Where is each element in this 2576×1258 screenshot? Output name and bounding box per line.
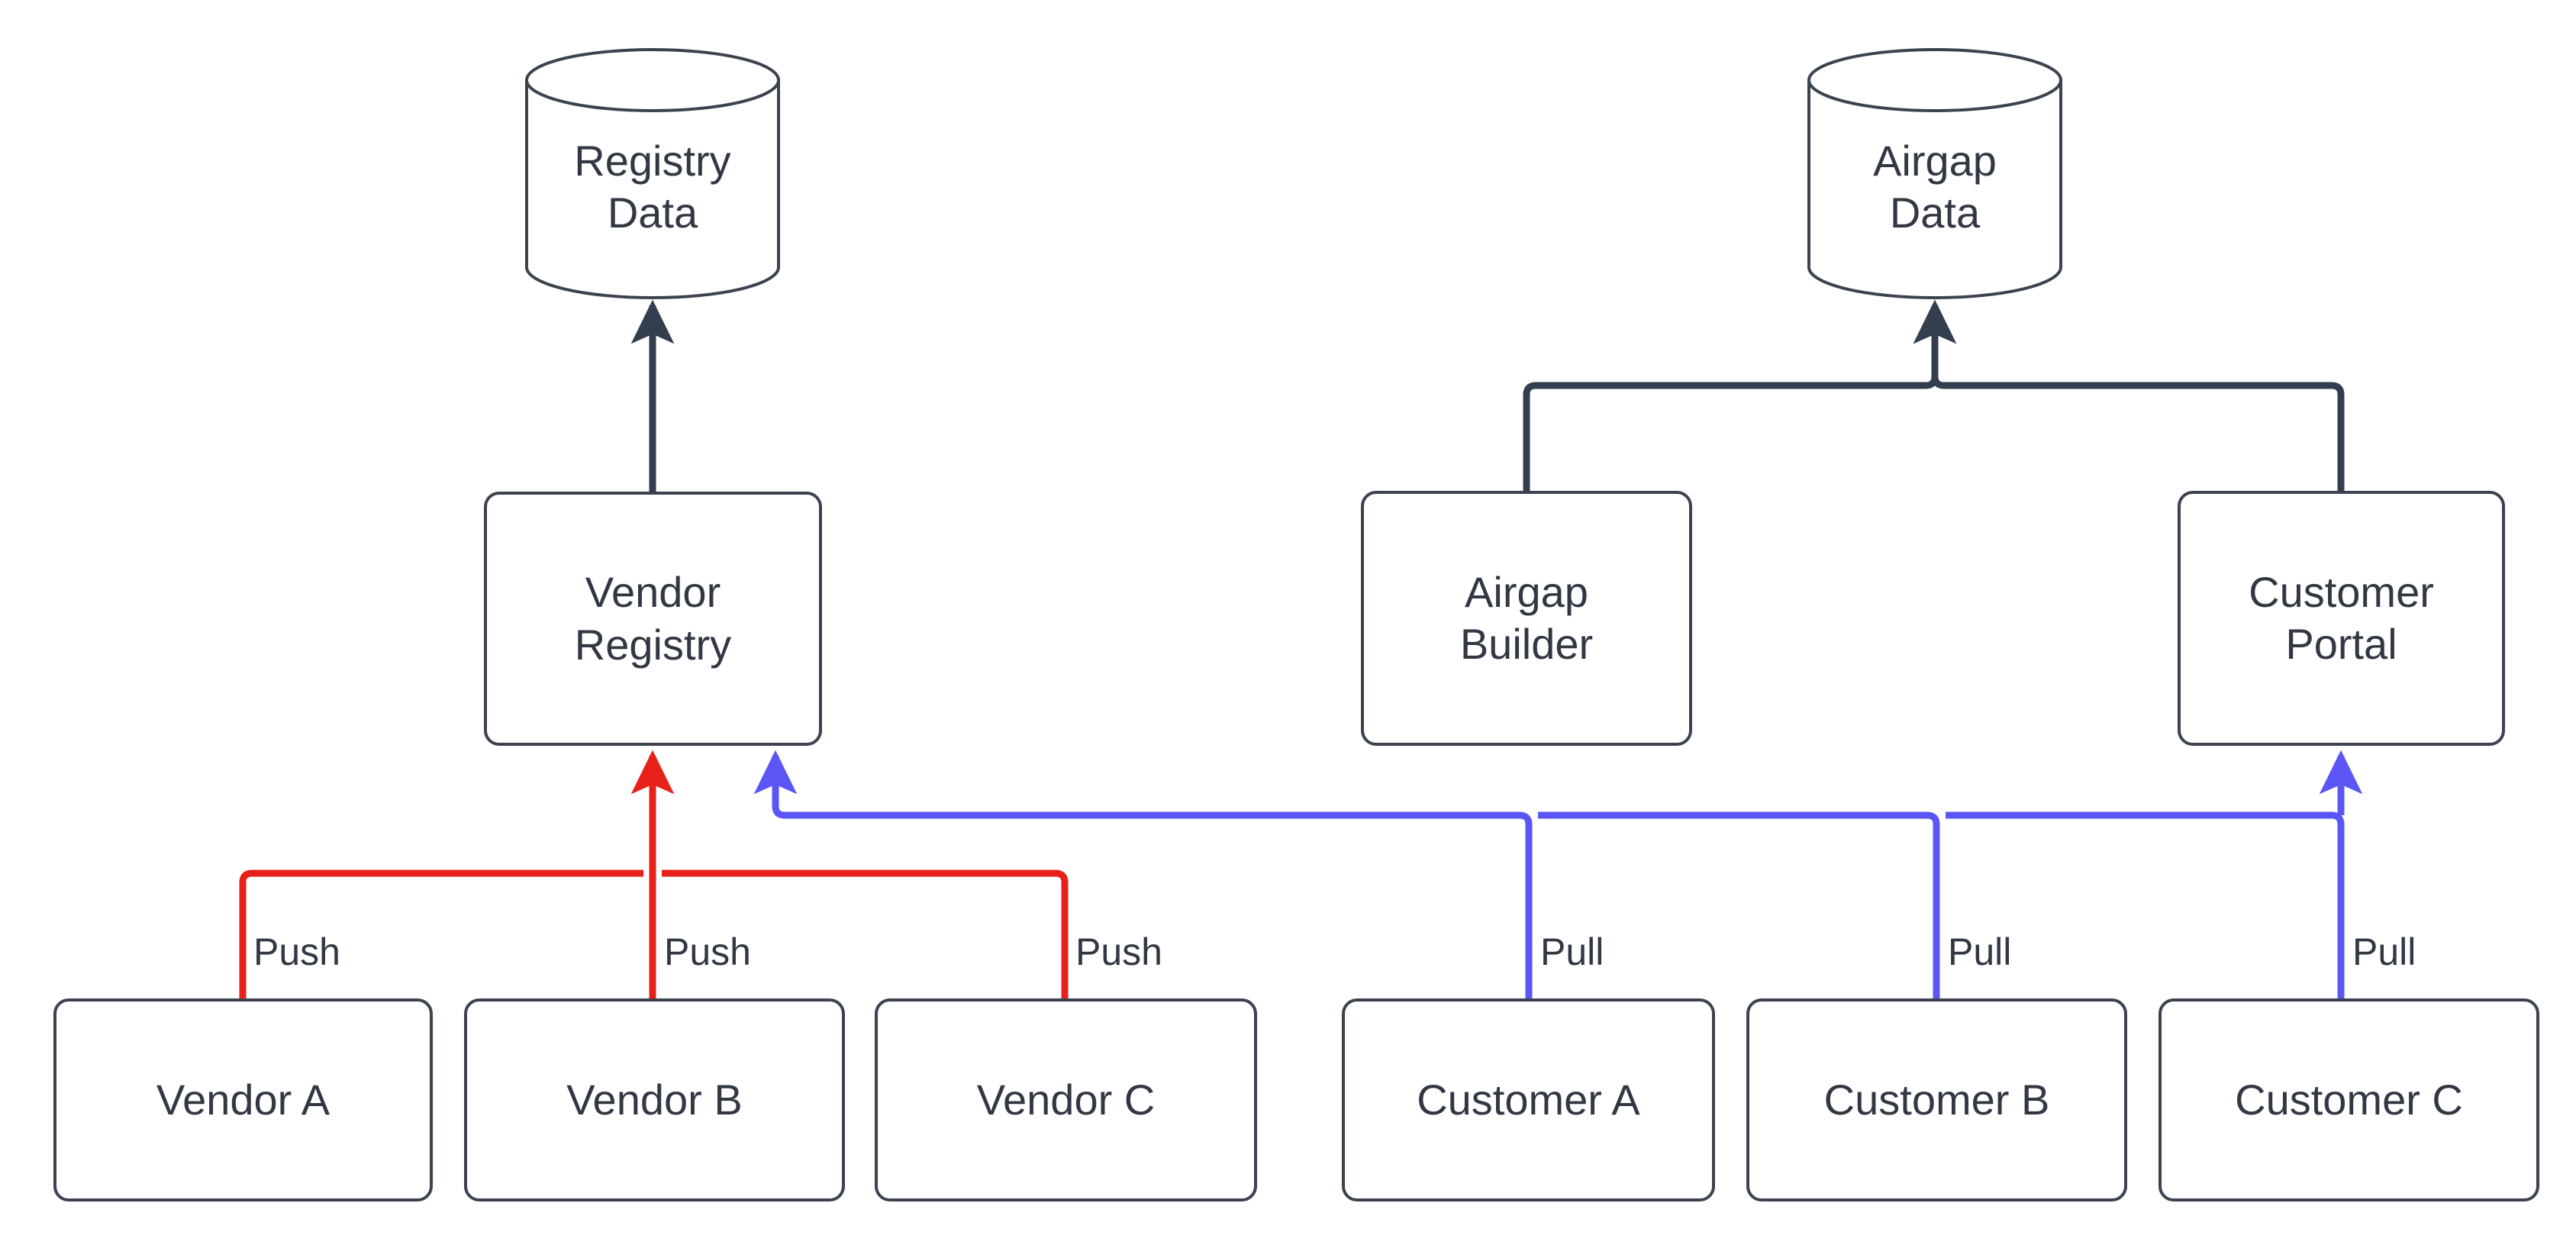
edge-label-customer-b-pull: Pull [1948,931,2012,973]
airgap-data-cylinder-top [1807,48,2062,112]
edge-label-customer-a-pull: Pull [1540,931,1604,973]
node-vendor-b[interactable] [464,998,845,1202]
node-vendor-a[interactable] [53,998,433,1202]
edge-label-vendor-a-push: Push [253,931,340,973]
node-vendor-c[interactable] [875,998,1257,1202]
registry-data-cylinder-top [525,48,780,112]
edge-label-vendor-b-push: Push [664,931,751,973]
edge-customer-b-pull [1538,811,1940,1000]
node-airgap-builder[interactable] [1361,491,1692,746]
edge-customer-portal-to-airgap-data [1913,299,2345,492]
edge-airgap-builder-to-airgap-data [1523,299,1957,492]
edge-label-customer-c-pull: Pull [2352,931,2416,973]
node-vendor-registry[interactable] [484,492,822,746]
edge-customer-c-pull [1946,811,2345,1000]
node-customer-portal[interactable] [2178,491,2505,746]
node-registry-data[interactable] [525,48,780,299]
node-customer-b[interactable] [1746,998,2127,1202]
node-customer-a[interactable] [1342,998,1715,1202]
edge-label-vendor-c-push: Push [1075,931,1162,973]
node-customer-c[interactable] [2158,998,2539,1202]
edge-vendor-c-push [662,869,1069,1000]
edge-customer-a-pull [753,750,1533,1000]
edge-vendor-a-push [239,869,643,1000]
node-airgap-data[interactable] [1807,48,2062,299]
